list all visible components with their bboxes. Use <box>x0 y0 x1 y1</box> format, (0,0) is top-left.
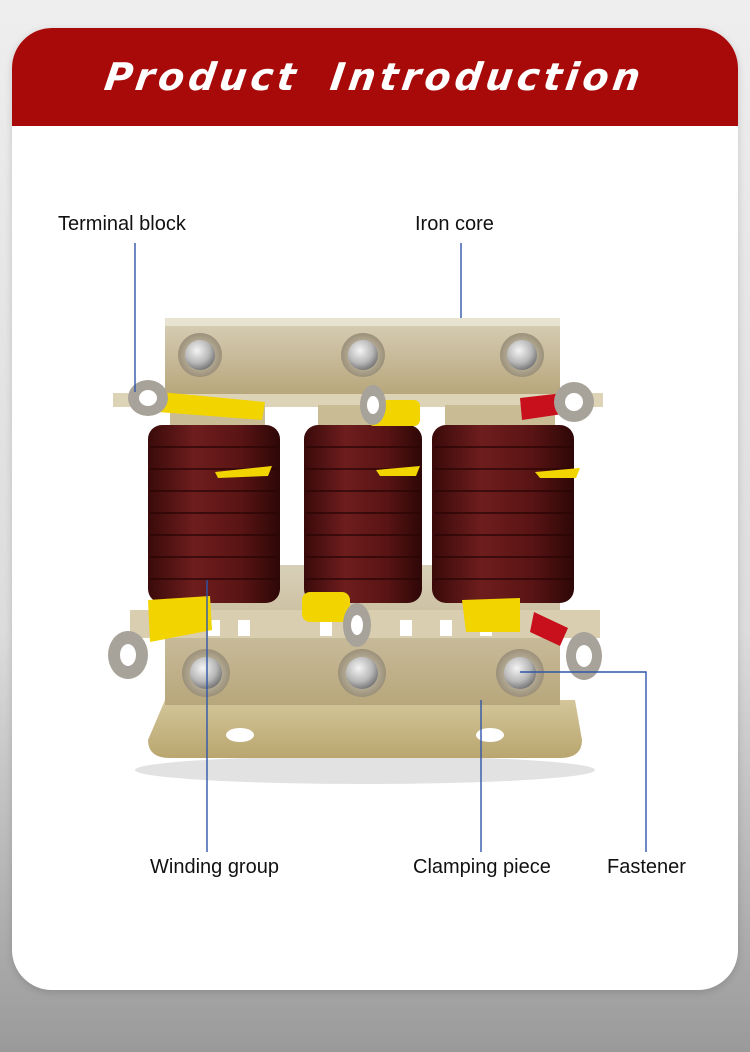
title-banner: Product Introduction <box>12 28 738 126</box>
label-clamping-piece: Clamping piece <box>413 856 551 878</box>
label-fastener: Fastener <box>607 856 686 878</box>
top-bolts <box>178 333 544 377</box>
leader-lines <box>134 243 647 852</box>
bottom-terminals <box>108 592 602 680</box>
label-iron-core: Iron core <box>415 213 494 235</box>
bottom-bolts <box>182 649 544 697</box>
label-terminal-block: Terminal block <box>58 213 186 235</box>
top-terminals <box>128 380 594 426</box>
label-winding-group: Winding group <box>150 856 279 878</box>
product-card: Product Introduction <box>12 28 738 990</box>
winding-coils <box>148 425 580 603</box>
base-plate <box>135 700 595 784</box>
leader-line-fastener <box>520 671 647 852</box>
